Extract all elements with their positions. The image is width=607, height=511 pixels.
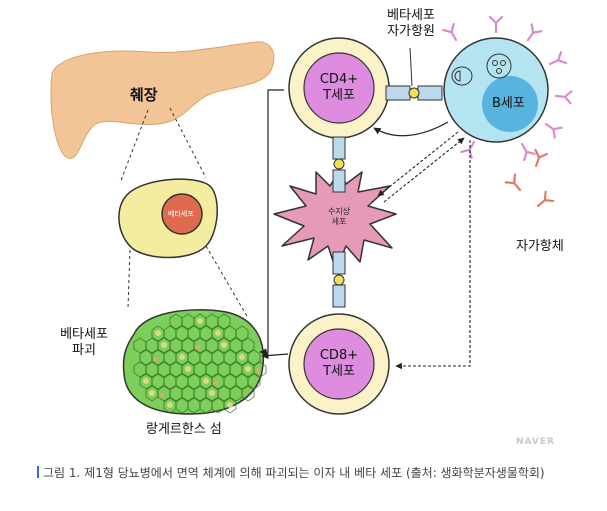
cd8-t-cell-core (303, 328, 375, 400)
label-autoantibody: 자가항체 (516, 239, 564, 254)
islet-cell-spot (161, 342, 167, 348)
antibody-icon (526, 23, 543, 42)
receptor-dendritic-cd8 (332, 251, 346, 308)
autoantibody-icon (504, 173, 522, 192)
arrow-cd4-to-islets (259, 89, 284, 356)
b-cell-vesicles (486, 53, 512, 79)
label-dendritic-1: 수지상 (327, 207, 351, 216)
islet-cell-spot (179, 354, 185, 360)
islet-cell-spot (155, 330, 161, 336)
arrow-cd8-to-islets (261, 351, 289, 360)
islet-cell (217, 313, 231, 330)
label-cd8-t-cell: CD8+ T세포 (309, 348, 369, 380)
islet-cell (223, 397, 237, 414)
islet-cell-red-spot (213, 380, 219, 386)
islet-cell (253, 361, 267, 378)
label-cd4-2: T세포 (323, 88, 355, 103)
islet-cell (247, 349, 261, 366)
label-cd4-1: CD4+ (319, 72, 359, 87)
islet-cell-spot (221, 342, 227, 348)
antibody-icon (544, 122, 563, 139)
antibody-icon (548, 51, 568, 66)
free-autoantibodies (504, 148, 555, 208)
islet-cell-spot (215, 330, 221, 336)
islets-of-langerhans (122, 309, 267, 415)
pancreas-shape (50, 41, 275, 159)
label-beta-destruction: 베타세포 파괴 (54, 327, 114, 359)
label-islets: 랑게르한스 섬 (146, 422, 222, 437)
receptor-dendritic-cd4 (332, 136, 346, 193)
islet-cell-spot (209, 390, 215, 396)
islet-cell-spot (143, 378, 149, 384)
islet-cell-spot (185, 366, 191, 372)
islet-cell (241, 385, 255, 402)
antibody-icon (442, 22, 458, 42)
diagram-stage: 췌장 베타세포 베타세포 파괴 랑게르한스 섬 베타세포 자가항원 CD4+ T… (50, 8, 573, 437)
label-pancreas: 췌장 (130, 86, 158, 104)
antibody-icon (520, 142, 536, 162)
islet-cell-spot (203, 378, 209, 384)
zoom-line-lower-left (127, 249, 131, 309)
arrow-b-to-cd4 (373, 121, 449, 137)
naver-watermark: NAVER (516, 437, 555, 447)
label-b-cell: B세포 (492, 96, 525, 111)
label-beta-destruction-1: 베타세포 (60, 327, 108, 342)
autoantibody-icon (534, 148, 548, 168)
label-beta-destruction-2: 파괴 (72, 343, 96, 358)
islet-cell (247, 373, 261, 390)
islet-cell-red-spot (195, 344, 201, 350)
antibody-icon (554, 90, 573, 105)
label-beta-cell-nucleus: 베타세포 (168, 210, 194, 218)
antigen-presentation-cd4-b (385, 85, 443, 101)
label-cd4-t-cell: CD4+ T세포 (309, 72, 369, 104)
islet-cell-spot (239, 354, 245, 360)
islet-cell-red-spot (153, 356, 159, 362)
arrow-dendritic-to-b (383, 137, 465, 203)
antibody-icon (488, 15, 504, 34)
label-cd8-2: T세포 (323, 364, 355, 379)
islet-cell (235, 325, 249, 342)
islet-cell-red-spot (255, 368, 261, 374)
islet-cell-spot (227, 402, 233, 408)
arrow-b-to-cd8 (395, 140, 471, 370)
label-antigen-1: 베타세포 (387, 8, 435, 23)
zoom-line-left (119, 109, 149, 184)
islet-cell-spot (197, 318, 203, 324)
label-dendritic-2: 세포 (331, 217, 347, 226)
label-beta-autoantigen: 베타세포 자가항원 (376, 8, 446, 40)
zoom-line-lower-right (205, 245, 249, 319)
figure-caption: 그림 1. 제1형 당뇨병에서 면역 체계에 의해 파괴되는 이자 내 베타 세… (37, 464, 577, 483)
islet-cell (241, 337, 255, 354)
zoom-line-right (169, 107, 207, 179)
caption-text: 그림 1. 제1형 당뇨병에서 면역 체계에 의해 파괴되는 이자 내 베타 세… (43, 466, 545, 480)
label-antigen-2: 자가항원 (387, 24, 435, 39)
b-cell-surface-antibodies (442, 15, 573, 162)
cd4-t-cell-core (303, 52, 375, 124)
islet-cell-spot (167, 402, 173, 408)
b-cell-nucleus (482, 76, 538, 132)
islet-cell-spot (149, 390, 155, 396)
arrow-b-to-dendritic (377, 131, 459, 197)
islet-cell-spot (245, 366, 251, 372)
islet-cell-red-spot (159, 392, 165, 398)
beta-cell-nucleus (161, 193, 203, 235)
label-cd8-1: CD8+ (319, 348, 359, 363)
antigen-pointer (409, 47, 413, 87)
label-dendritic-cell: 수지상 세포 (324, 207, 354, 227)
autoantibody-icon (536, 190, 555, 208)
diagram-canvas (50, 15, 573, 415)
caption-accent-bar (37, 466, 39, 478)
